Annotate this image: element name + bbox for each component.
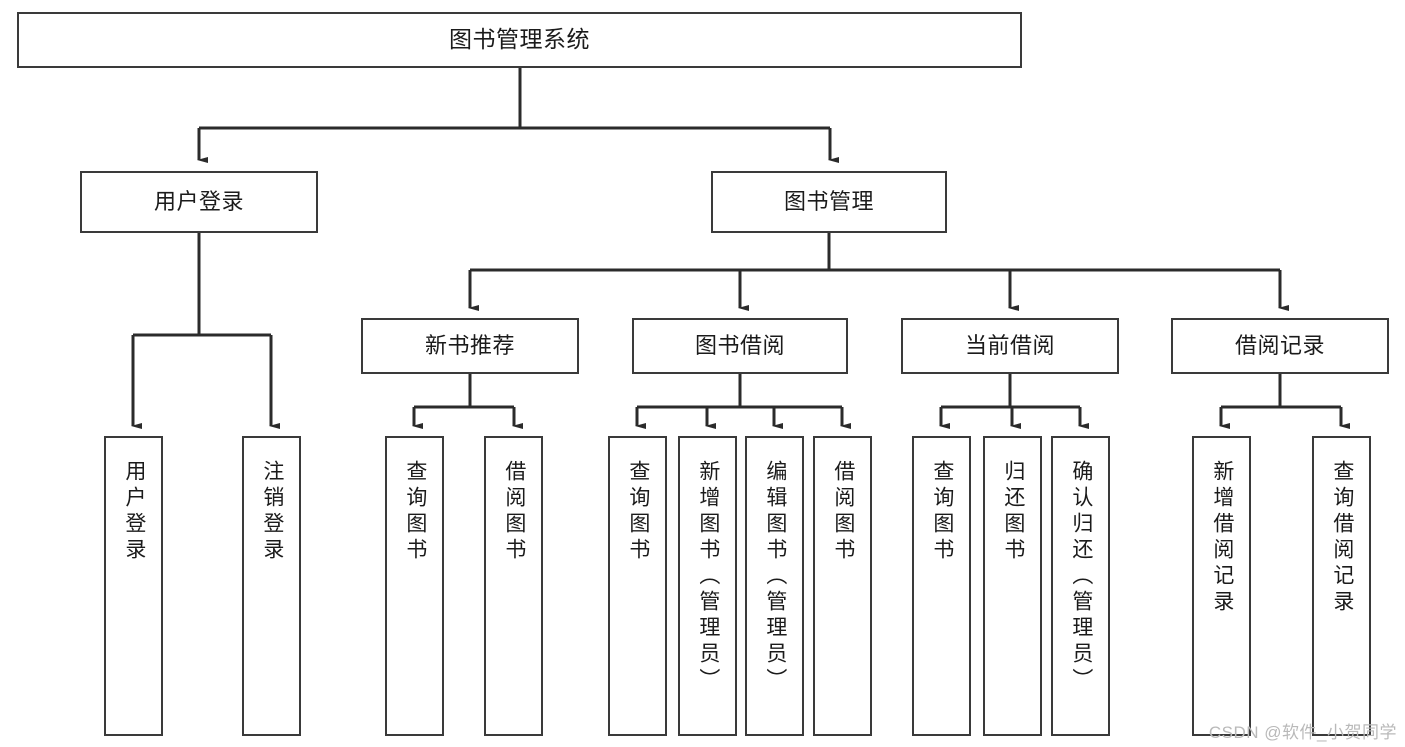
leaf-current-query: 查询图书 [912,436,971,736]
node-new-book-recommend: 新书推荐 [361,318,579,374]
node-label: 确认归还（管理员） [1069,460,1093,694]
node-label: 查询图书 [626,460,650,564]
node-label: 新增图书（管理员） [696,460,720,694]
leaf-borrow-borrow-book: 借阅图书 [813,436,872,736]
watermark: CSDN @软件_小贺同学 [1208,723,1397,742]
leaf-borrow-edit-book: 编辑图书（管理员） [745,436,804,736]
leaf-current-return: 归还图书 [983,436,1042,736]
node-label: 图书管理 [783,189,874,215]
leaf-borrow-query: 查询图书 [608,436,667,736]
node-borrow-record: 借阅记录 [1171,318,1389,374]
node-label: 用户登录 [122,460,146,564]
node-root-system: 图书管理系统 [17,12,1022,68]
node-label: 注销登录 [260,460,284,564]
node-label: 当前借阅 [964,333,1055,359]
node-label: 图书借阅 [694,333,785,359]
node-label: 查询借阅记录 [1330,460,1354,616]
leaf-newbook-query: 查询图书 [385,436,444,736]
node-label: 编辑图书（管理员） [763,460,787,694]
node-label: 新书推荐 [424,333,515,359]
node-book-borrow: 图书借阅 [632,318,848,374]
node-book-management: 图书管理 [711,171,947,233]
node-user-login: 用户登录 [80,171,318,233]
node-label: 新增借阅记录 [1210,460,1234,616]
leaf-current-confirm-return: 确认归还（管理员） [1051,436,1110,736]
leaf-user-logout: 注销登录 [242,436,301,736]
leaf-newbook-borrow: 借阅图书 [484,436,543,736]
node-label: 借阅图书 [831,460,855,564]
leaf-borrow-add-book: 新增图书（管理员） [678,436,737,736]
leaf-user-login: 用户登录 [104,436,163,736]
node-label: 归还图书 [1001,460,1025,564]
node-label: 用户登录 [153,189,244,215]
leaf-record-query: 查询借阅记录 [1312,436,1371,736]
leaf-record-add: 新增借阅记录 [1192,436,1251,736]
node-label: 借阅记录 [1234,333,1325,359]
node-current-borrow: 当前借阅 [901,318,1119,374]
node-label: 查询图书 [403,460,427,564]
node-label: 图书管理系统 [449,26,590,53]
node-label: 查询图书 [930,460,954,564]
node-label: 借阅图书 [502,460,526,564]
